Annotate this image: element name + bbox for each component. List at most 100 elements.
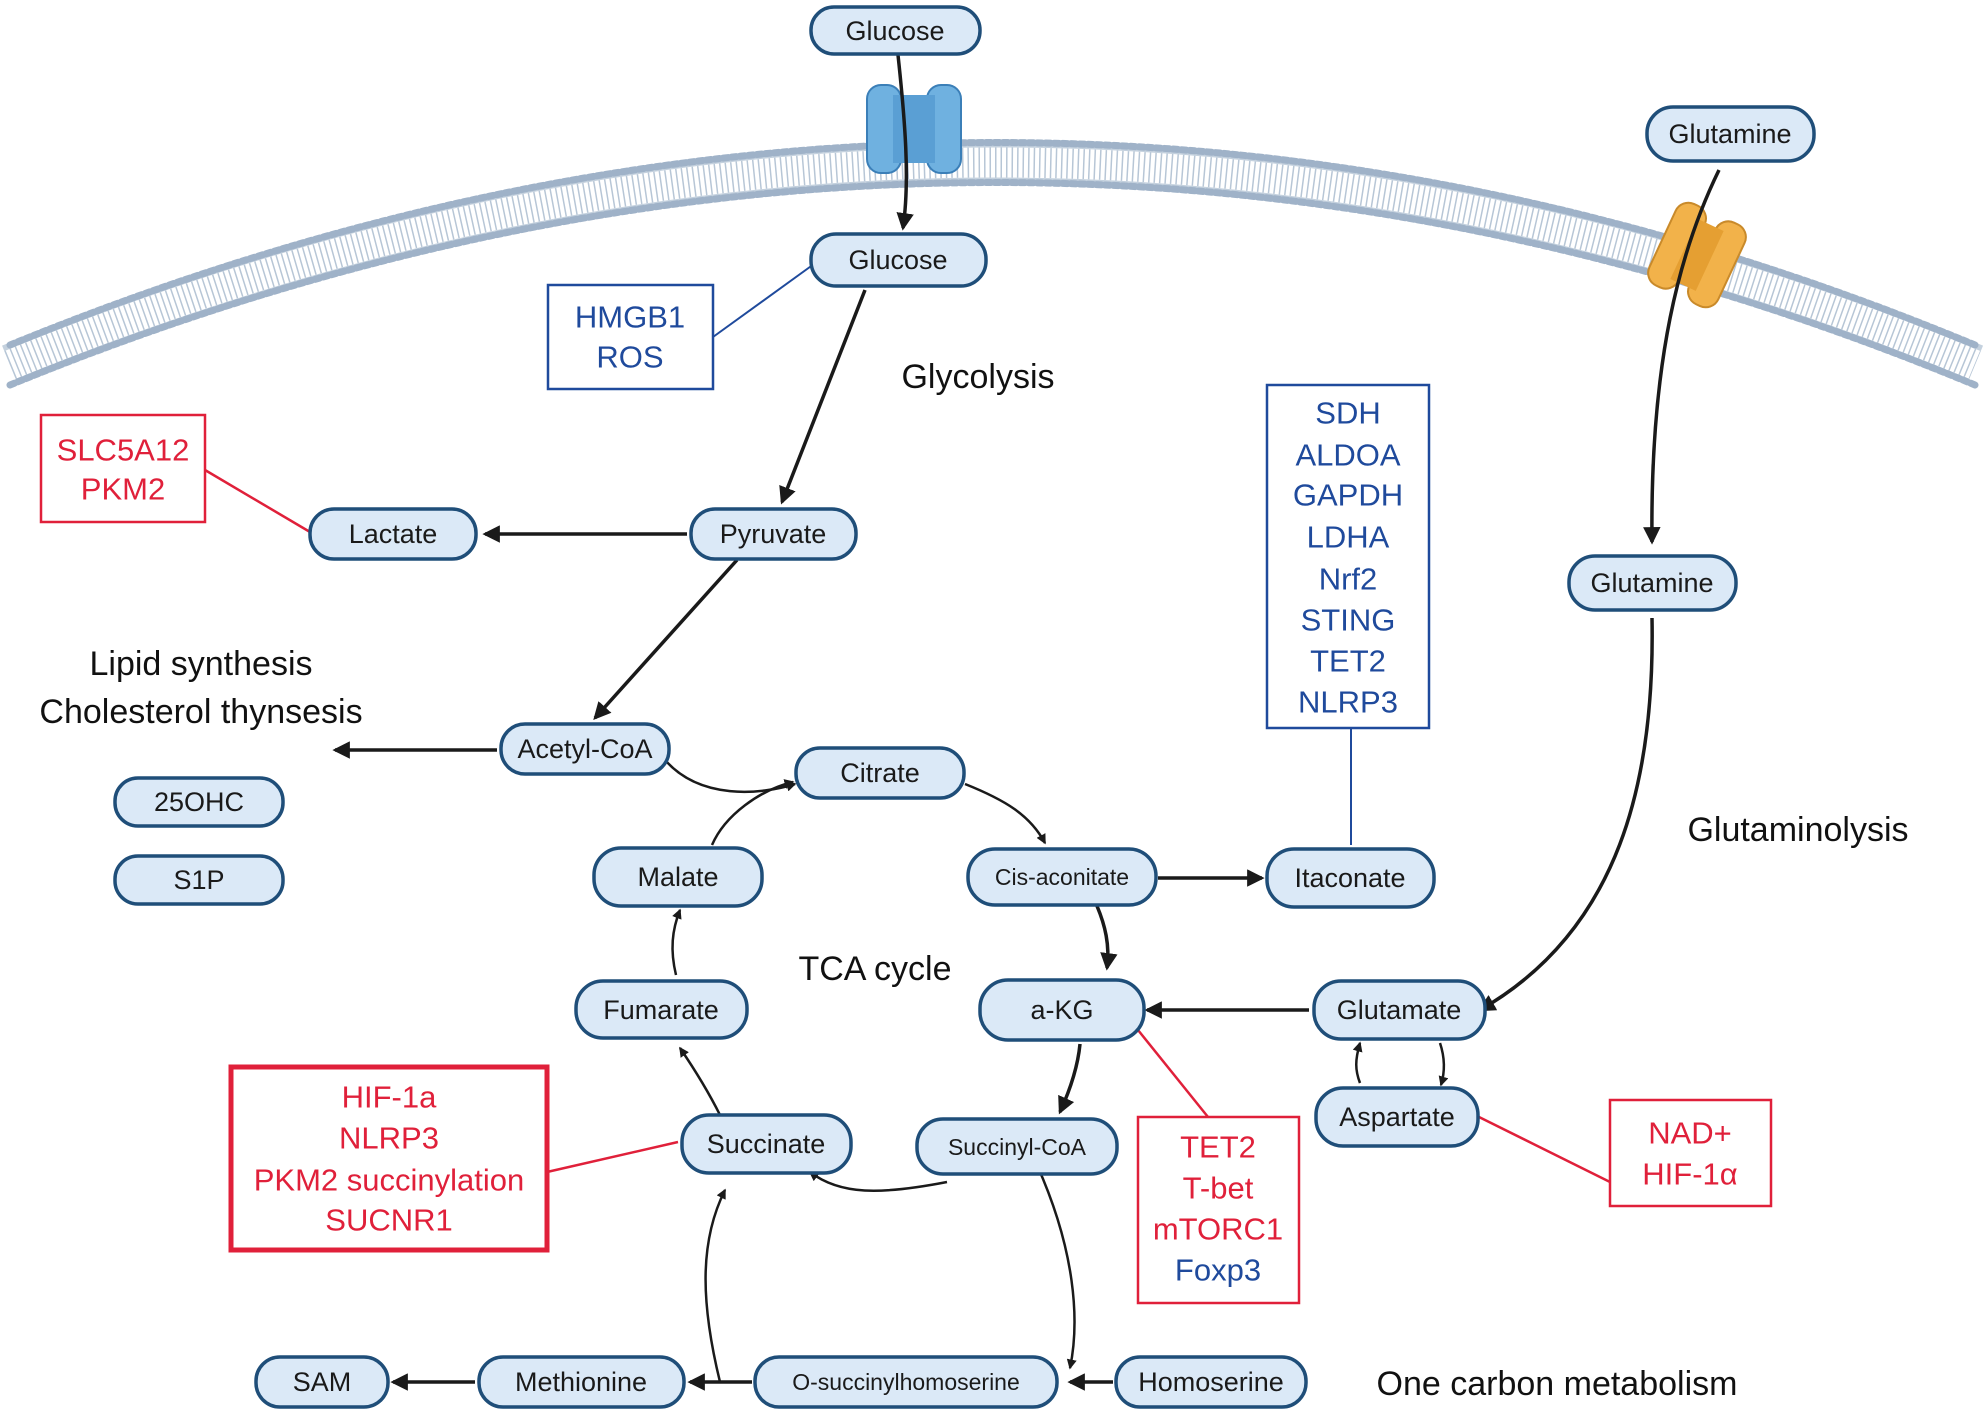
- box-item: TET2: [1310, 644, 1386, 679]
- box-item: HIF-1a: [342, 1080, 438, 1115]
- node-glutamine-extracellular: Glutamine: [1645, 105, 1816, 163]
- arrow-fumarate-malate: [671, 908, 682, 976]
- node-citrate: Citrate: [794, 746, 966, 800]
- arrow-akg-succinylcoa: [1058, 1043, 1082, 1115]
- arrow-glutamate-aspartate: [1438, 1042, 1449, 1087]
- node-label: Fumarate: [603, 995, 719, 1025]
- node-label: Glutamate: [1337, 995, 1462, 1025]
- node-cis-aconitate: Cis-aconitate: [966, 847, 1158, 907]
- label-glutaminolysis: Glutaminolysis: [1687, 811, 1908, 849]
- arrow-citrate-cisaconitate: [964, 782, 1047, 845]
- node-label: Glucose: [848, 245, 947, 275]
- box-slc5a12-pkm2: SLC5A12 PKM2: [39, 413, 207, 524]
- node-label: Cis-aconitate: [995, 864, 1129, 890]
- node-label: Lactate: [349, 519, 438, 549]
- box-item: T-bet: [1183, 1171, 1254, 1206]
- node-aspartate: Aspartate: [1314, 1086, 1480, 1148]
- node-label: S1P: [173, 865, 224, 895]
- node-label: Aspartate: [1339, 1102, 1455, 1132]
- node-label: Homoserine: [1138, 1367, 1284, 1397]
- node-malate: Malate: [592, 846, 764, 908]
- label-lipid-synthesis: Lipid synthesis: [89, 645, 312, 683]
- node-lactate: Lactate: [308, 507, 478, 561]
- box-akg-targets: TET2 T-bet mTORC1 Foxp3: [1136, 1115, 1301, 1305]
- arrow-aspartate-glutamate: [1352, 1041, 1363, 1084]
- node-label: Glucose: [845, 16, 944, 46]
- box-item: NAD+: [1648, 1116, 1732, 1151]
- node-succinate: Succinate: [680, 1113, 853, 1175]
- box-item: STING: [1301, 603, 1396, 638]
- node-o-succinylhomoserine: O-succinylhomoserine: [753, 1355, 1059, 1409]
- node-pyruvate: Pyruvate: [689, 507, 858, 561]
- arrow-osuccinylhomoserine-succinate: [704, 1188, 727, 1383]
- arrow-cisaconitate-akg: [1095, 905, 1118, 971]
- label-glycolysis: Glycolysis: [901, 358, 1054, 396]
- box-item: HIF-1α: [1642, 1157, 1738, 1192]
- node-label: Glutamine: [1668, 119, 1791, 149]
- box-aspartate-targets: NAD+ HIF-1α: [1608, 1098, 1773, 1208]
- box-item: NLRP3: [339, 1121, 439, 1156]
- node-s1p: S1P: [113, 854, 285, 906]
- box-item: PKM2: [81, 472, 165, 507]
- arrow-glucose-transport: [896, 54, 914, 231]
- box-item: Nrf2: [1319, 562, 1378, 597]
- box-item: LDHA: [1307, 520, 1390, 555]
- box-item: ALDOA: [1295, 438, 1400, 473]
- arrow-glutamine-glutamate: [1477, 617, 1654, 1012]
- arrow-glucose-pyruvate: [779, 289, 867, 505]
- node-label: Succinyl-CoA: [948, 1134, 1087, 1160]
- arrow-pyruvate-acetylcoa: [593, 558, 739, 720]
- box-hmgb1-ros: HMGB1 ROS: [546, 283, 715, 391]
- node-label: Acetyl-CoA: [517, 734, 652, 764]
- node-glucose-extracellular: Glucose: [809, 5, 982, 56]
- node-label: Pyruvate: [720, 519, 827, 549]
- box-item: TET2: [1180, 1130, 1256, 1165]
- box-item: ROS: [596, 340, 663, 375]
- node-itaconate: Itaconate: [1265, 847, 1436, 909]
- label-cholesterol-synthesis: Cholesterol thynsesis: [39, 693, 362, 731]
- node-label: 25OHC: [154, 787, 244, 817]
- node-label: Itaconate: [1294, 863, 1405, 893]
- box-item: SDH: [1315, 396, 1380, 431]
- node-label: a-KG: [1030, 995, 1093, 1025]
- label-one-carbon-metabolism: One carbon metabolism: [1377, 1365, 1738, 1403]
- arrow-succinylcoa-osuccinylhomoserine: [1035, 1164, 1077, 1370]
- box-item: GAPDH: [1293, 478, 1403, 513]
- node-succinyl-coa: Succinyl-CoA: [915, 1117, 1119, 1176]
- node-label: Succinate: [707, 1129, 826, 1159]
- node-label: Methionine: [515, 1367, 647, 1397]
- box-item: HMGB1: [575, 300, 685, 335]
- node-acetyl-coa: Acetyl-CoA: [499, 722, 671, 776]
- node-akg: a-KG: [978, 978, 1146, 1042]
- box-item: PKM2 succinylation: [254, 1163, 525, 1198]
- node-methionine: Methionine: [477, 1355, 686, 1409]
- label-tca-cycle: TCA cycle: [798, 950, 951, 988]
- arrow-glutamine-transport: [1643, 169, 1721, 545]
- glucose-transporter-icon: [866, 84, 962, 174]
- arrow-succinate-fumarate: [678, 1046, 722, 1116]
- node-glucose-intracellular: Glucose: [809, 232, 988, 288]
- box-item: mTORC1: [1153, 1212, 1283, 1247]
- node-glutamine-intracellular: Glutamine: [1567, 554, 1738, 612]
- node-homoserine: Homoserine: [1114, 1355, 1308, 1409]
- arrow-acetylcoa-citrate: [664, 759, 797, 794]
- arrow-malate-citrate: [710, 779, 795, 846]
- node-label: O-succinylhomoserine: [792, 1369, 1020, 1395]
- box-item: SLC5A12: [57, 433, 190, 468]
- node-label: Citrate: [840, 758, 920, 788]
- glutamine-transporter-icon: [1647, 201, 1747, 309]
- node-sam: SAM: [254, 1355, 390, 1409]
- pathway-arrows: [332, 54, 1721, 1391]
- node-label: Glutamine: [1590, 568, 1713, 598]
- connector-lines: [204, 263, 1611, 1184]
- arrow-succinylcoa-succinate: [808, 1171, 948, 1192]
- box-item: NLRP3: [1298, 685, 1398, 720]
- node-25ohc: 25OHC: [113, 776, 285, 828]
- node-label: SAM: [293, 1367, 352, 1397]
- node-fumarate: Fumarate: [574, 979, 749, 1040]
- box-item: SUCNR1: [325, 1203, 452, 1238]
- box-succinate-targets: HIF-1a NLRP3 PKM2 succinylation SUCNR1: [228, 1064, 550, 1253]
- box-itaconate-targets: SDH ALDOA GAPDH LDHA Nrf2 STING TET2 NLR…: [1265, 383, 1431, 730]
- node-glutamate: Glutamate: [1312, 979, 1487, 1041]
